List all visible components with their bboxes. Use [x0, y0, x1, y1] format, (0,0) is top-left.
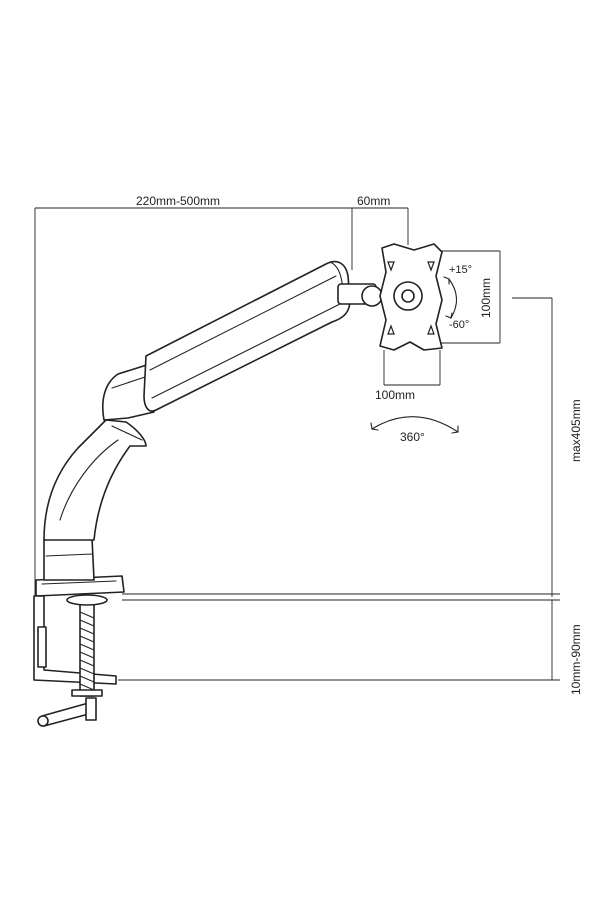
swivel-label: 360° [400, 430, 425, 444]
dimension-lines [34, 207, 560, 681]
tilt-offset-label: 60mm [357, 194, 390, 208]
clamp-thickness-label: 10mm-90mm [569, 624, 583, 695]
tilt-up-label: +15° [449, 264, 472, 276]
tilt-down-label: -60° [449, 319, 469, 331]
arm-column [43, 419, 147, 581]
vesa-height-label: 100mm [479, 278, 493, 318]
vesa-width-label: 100mm [375, 388, 415, 402]
arm-reach-label: 220mm-500mm [136, 194, 220, 208]
max-height-label: max405mm [569, 399, 583, 462]
desk-clamp [33, 575, 125, 727]
gas-spring-arm [143, 260, 351, 412]
swivel-arrow [370, 416, 459, 434]
vesa-plate [379, 243, 443, 351]
tilt-joint [337, 283, 383, 307]
tilt-arrow [443, 276, 458, 319]
